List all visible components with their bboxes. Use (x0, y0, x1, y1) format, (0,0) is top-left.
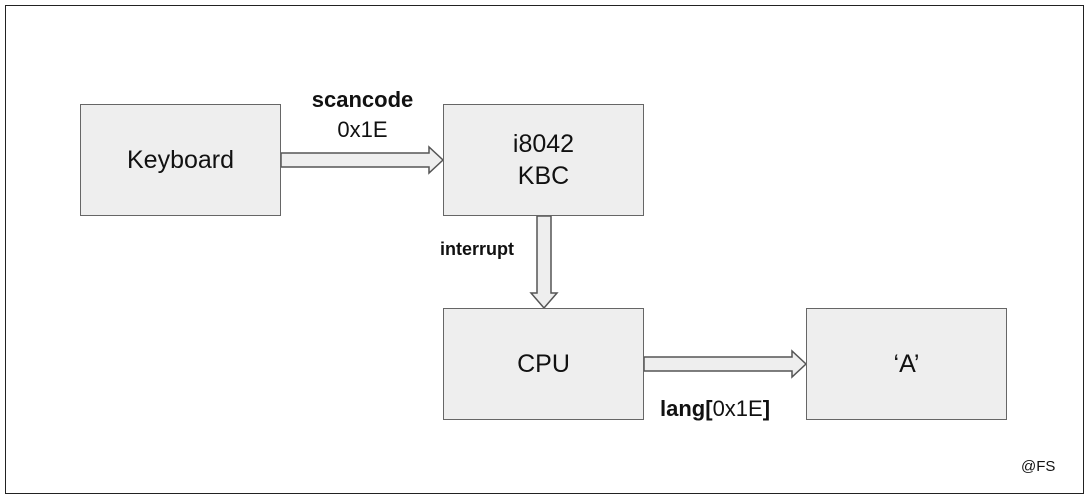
credit-label: @FS (1021, 458, 1056, 475)
lang-label: lang[0x1E] (660, 394, 770, 424)
diagram-frame (5, 5, 1084, 494)
scancode-value: 0x1E (337, 117, 388, 142)
kbc-label-line2: KBC (517, 162, 570, 190)
lang-func: lang[ (660, 396, 713, 421)
cpu-label: CPU (517, 350, 570, 378)
arrow-kbc-to-cpu (529, 215, 559, 310)
lang-close: ] (762, 396, 771, 421)
output-label: ‘A’ (893, 350, 920, 378)
kbc-box: i8042 KBC (443, 104, 644, 216)
cpu-box: CPU (443, 308, 644, 420)
output-box: ‘A’ (806, 308, 1007, 420)
keyboard-box: Keyboard (80, 104, 281, 216)
scancode-title: scancode (311, 87, 414, 112)
scancode-label: scancode 0x1E (300, 85, 425, 145)
interrupt-label: interrupt (440, 239, 514, 259)
keyboard-label: Keyboard (126, 146, 235, 174)
lang-arg: 0x1E (712, 396, 763, 421)
kbc-label-line1: i8042 (512, 130, 575, 158)
arrow-cpu-to-output (643, 349, 808, 379)
arrow-keyboard-to-kbc (280, 145, 445, 175)
